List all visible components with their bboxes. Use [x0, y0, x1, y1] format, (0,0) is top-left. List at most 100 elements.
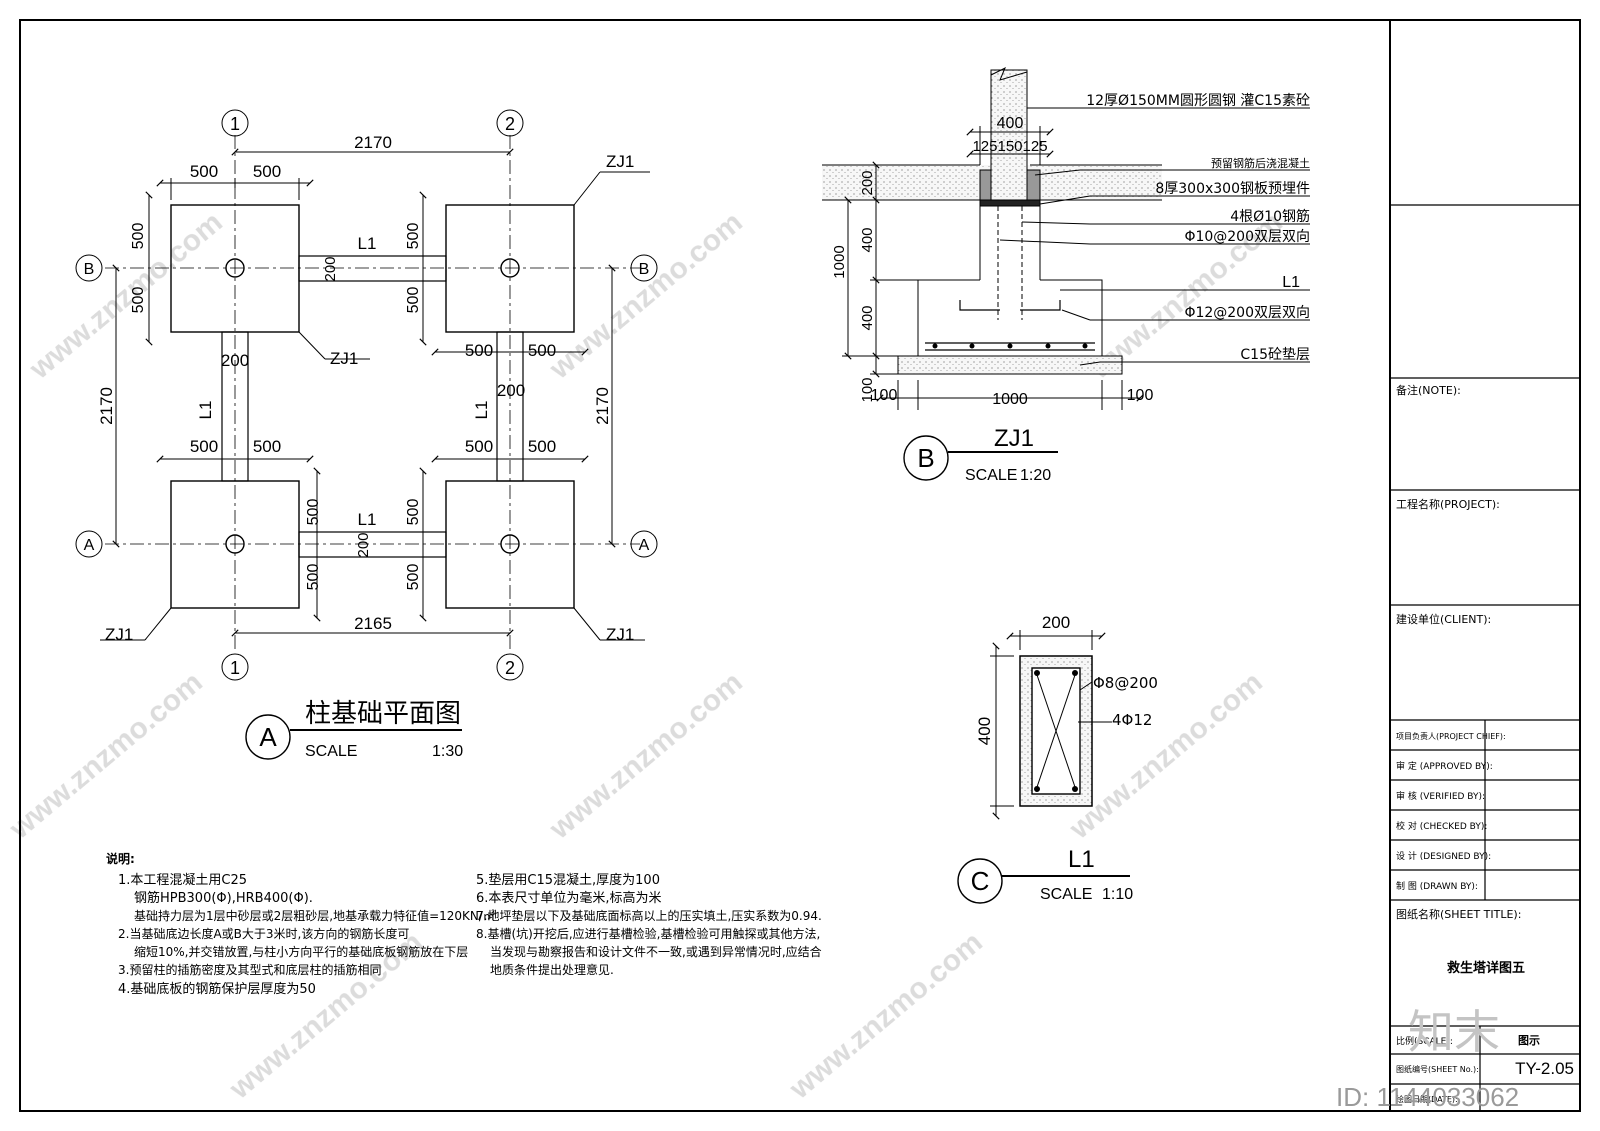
- section-b-labels: 400 125150125 200 400 400 1000 100 100 1…: [831, 93, 1310, 484]
- sheet-no-label: 图纸编号(SHEET No.):: [1396, 1064, 1479, 1074]
- dim-text: 500: [465, 437, 493, 456]
- watermark-text: www.znzmo.com: [3, 665, 209, 846]
- title-block-labels: 备注(NOTE): 工程名称(PROJECT): 建设单位(CLIENT): 项…: [1396, 383, 1574, 1104]
- view-title: L1: [1068, 846, 1095, 873]
- scale-label: SCALE: [305, 743, 357, 760]
- view-mark-letter: C: [971, 866, 990, 896]
- dim-text: 1000: [831, 245, 848, 278]
- note-line: 基础持力层为1层中砂层或2层粗砂层,地基承载力特征值=120KN/㎡: [134, 908, 495, 923]
- watermark-id: ID: 1144033062: [1336, 1082, 1519, 1112]
- axis-label-1: 1: [230, 658, 240, 678]
- note-line: 当发现与勘察报告和设计文件不一致,或遇到异常情况时,应结合: [490, 944, 822, 959]
- section-note: Φ10@200双层双向: [1184, 229, 1310, 245]
- dim-text: 2170: [97, 387, 116, 425]
- dim-text: 100: [859, 377, 876, 402]
- axis-label-2: 2: [505, 114, 515, 134]
- general-notes: 说明: 1.本工程混凝土用C25 钢筋HPB300(Φ),HRB400(Φ). …: [106, 851, 822, 997]
- note-line: 7.地坪垫层以下及基础底面标高以上的压实填土,压实系数为0.94.: [476, 908, 822, 923]
- section-c: [957, 630, 1130, 904]
- note-line: 3.预留柱的插筋密度及其型式和底层柱的插筋相同: [118, 962, 381, 977]
- beam-l1: [298, 255, 447, 282]
- section-note: L1: [1282, 274, 1300, 291]
- zj1-label: ZJ1: [105, 625, 133, 644]
- dim-text: 100: [871, 387, 898, 404]
- beam-label: L1: [196, 401, 215, 420]
- dim-text: 500: [465, 341, 493, 360]
- axis-bubble: [221, 653, 249, 681]
- beam-l1: [496, 331, 524, 482]
- dim-text: 200: [355, 532, 372, 557]
- column-circle: [500, 534, 520, 554]
- dim-text: 2170: [593, 387, 612, 425]
- section-note: C15砼垫层: [1240, 347, 1310, 363]
- dim-text: 500: [405, 564, 422, 591]
- dim-text: 2170: [354, 133, 392, 152]
- dim-text: 1000: [992, 391, 1028, 408]
- view-title: 柱基础平面图: [305, 699, 461, 729]
- dim-text: 400: [859, 305, 876, 330]
- dim-text: 200: [1042, 613, 1070, 632]
- dim-text: 200: [859, 170, 876, 195]
- axis-bubble: [221, 109, 249, 137]
- dim-text: 500: [190, 437, 218, 456]
- dim-text: 100: [1127, 387, 1154, 404]
- scale-value: 图示: [1518, 1034, 1540, 1047]
- sheet-title: 救生塔详图五: [1447, 960, 1525, 976]
- plan-labels: 1 2 1 2 B B A A 2170 500 500 500 500 500…: [84, 114, 650, 760]
- column-circle: [500, 258, 520, 278]
- scale-value: 1:20: [1020, 467, 1051, 484]
- note-line: 6.本表尺寸单位为毫米,标高为米: [476, 890, 662, 906]
- dim-text: 200: [221, 351, 249, 370]
- note-line: 1.本工程混凝土用C25: [118, 872, 247, 888]
- axis-bubble: [496, 109, 524, 137]
- sheet-no: TY-2.05: [1515, 1059, 1574, 1078]
- title-row-label: 审 核 (VERIFIED BY):: [1396, 790, 1485, 802]
- foundation-plan: [75, 109, 658, 760]
- scale-label: SCALE: [1040, 886, 1092, 903]
- dim-text: 500: [405, 287, 422, 314]
- scale-value: 1:10: [1102, 886, 1133, 903]
- axis-label-2: 2: [505, 658, 515, 678]
- scale-value: 1:30: [432, 743, 463, 760]
- dim-text: 500: [405, 223, 422, 250]
- title-row-label: 审 定 (APPROVED BY):: [1396, 760, 1493, 772]
- note-line: 地质条件提出处理意见.: [490, 962, 614, 977]
- note-label: 备注(NOTE):: [1396, 383, 1461, 397]
- axis-bubble: [630, 254, 658, 282]
- zj1-label: ZJ1: [606, 625, 634, 644]
- note-line: 钢筋HPB300(Φ),HRB400(Φ).: [134, 890, 313, 906]
- section-note: 8厚300x300钢板预埋件: [1155, 181, 1310, 197]
- zj1-label: ZJ1: [330, 349, 358, 368]
- column-circle: [225, 534, 245, 554]
- dim-text: 400: [975, 717, 994, 745]
- note-line: 8.基槽(坑)开挖后,应进行基槽检验,基槽检验可用触探或其他方法,: [476, 926, 820, 941]
- watermark-text: www.znzmo.com: [23, 205, 229, 386]
- client-label: 建设单位(CLIENT):: [1396, 612, 1491, 626]
- section-note: 4根Ø10钢筋: [1230, 208, 1310, 225]
- view-mark-letter: B: [917, 443, 934, 473]
- watermark-text: www.znzmo.com: [543, 665, 749, 846]
- section-note: 12厚Ø150MM圆形圆钢 灌C15素砼: [1086, 93, 1310, 109]
- beam-label: L1: [358, 510, 377, 529]
- sheet-border: [19, 19, 1581, 1112]
- dim-text: 2165: [354, 614, 392, 633]
- title-row-label: 设 计 (DESIGNED BY):: [1396, 850, 1491, 862]
- dim-text: 500: [190, 162, 218, 181]
- dim-text: 400: [859, 227, 876, 252]
- dim-text: 500: [130, 223, 147, 250]
- note-line: 缩短10%,并交错放置,与柱小方向平行的基础底板钢筋放在下层: [134, 944, 468, 959]
- title-row-label: 项目负责人(PROJECT CHIEF):: [1396, 731, 1506, 741]
- watermark-logo: 知末: [1408, 1005, 1500, 1059]
- dim-text: 500: [528, 437, 556, 456]
- note-line: 4.基础底板的钢筋保护层厚度为50: [118, 981, 316, 997]
- section-note: 预留钢筋后浇混凝土: [1211, 156, 1310, 170]
- watermark-brand: 知末 ID: 1144033062: [1336, 1005, 1519, 1112]
- view-title: ZJ1: [994, 425, 1034, 452]
- section-note: Φ12@200双层双向: [1184, 305, 1310, 321]
- dim-text: 500: [305, 564, 322, 591]
- stirrup-label: Φ8@200: [1093, 674, 1158, 692]
- axis-bubble: [630, 530, 658, 558]
- title-row-label: 校 对 (CHECKED BY):: [1396, 820, 1487, 832]
- dim-text: 500: [253, 437, 281, 456]
- title-block: [1389, 20, 1580, 1111]
